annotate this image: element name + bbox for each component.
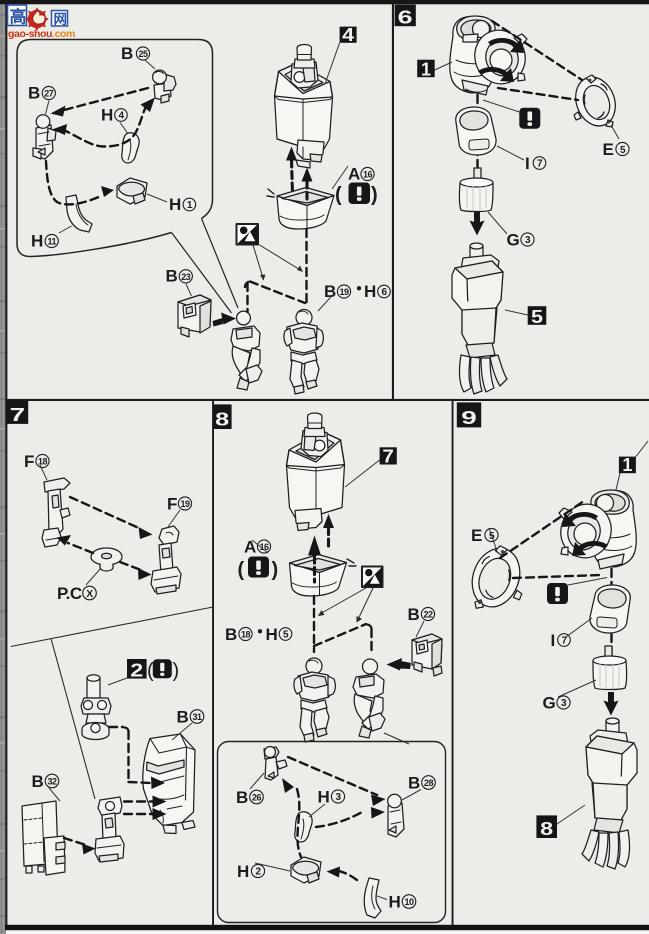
svg-text:18: 18 [241, 630, 251, 640]
svg-text:32: 32 [47, 777, 57, 787]
svg-text:5: 5 [283, 630, 289, 641]
svg-text:1: 1 [622, 455, 632, 475]
svg-text:26: 26 [252, 793, 262, 803]
svg-text:4: 4 [342, 25, 354, 45]
svg-text:H: H [318, 788, 330, 807]
svg-text:6: 6 [381, 287, 387, 298]
svg-text:27: 27 [44, 89, 54, 99]
svg-text:H: H [101, 106, 113, 125]
svg-text:(: ( [335, 184, 342, 206]
svg-text:7: 7 [561, 636, 567, 647]
svg-text:B: B [28, 84, 40, 103]
svg-text:22: 22 [423, 610, 433, 620]
svg-text:3: 3 [525, 235, 531, 246]
svg-text:10: 10 [404, 897, 414, 907]
svg-text:G: G [543, 694, 556, 713]
svg-text:11: 11 [47, 237, 56, 247]
svg-text:H: H [364, 282, 376, 301]
svg-text:B: B [408, 605, 420, 624]
svg-text:23: 23 [181, 272, 191, 282]
svg-text:): ) [173, 660, 180, 682]
svg-text:(: ( [238, 559, 245, 581]
svg-text:网: 网 [54, 12, 68, 27]
svg-text:6: 6 [398, 8, 413, 28]
svg-text:高: 高 [10, 7, 27, 27]
svg-text:(: ( [147, 660, 154, 682]
svg-text:B: B [408, 774, 420, 793]
svg-text:B: B [166, 267, 178, 286]
svg-text:I: I [551, 631, 555, 650]
svg-text:1: 1 [421, 59, 431, 79]
svg-text:G: G [507, 231, 520, 250]
svg-text:A: A [244, 538, 256, 557]
svg-text:・: ・ [351, 280, 368, 299]
svg-text:3: 3 [561, 698, 567, 709]
svg-text:8: 8 [215, 410, 229, 430]
svg-text:H: H [266, 625, 278, 644]
svg-text:2: 2 [130, 660, 143, 680]
svg-text:7: 7 [10, 405, 26, 425]
svg-text:H: H [237, 862, 249, 881]
svg-text:): ) [272, 559, 278, 581]
svg-text:F: F [167, 495, 177, 514]
svg-text:5: 5 [620, 145, 626, 156]
svg-text:19: 19 [180, 499, 190, 509]
svg-text:2: 2 [255, 867, 261, 878]
svg-text:H: H [169, 195, 181, 214]
svg-text:B: B [236, 788, 248, 807]
svg-text:B: B [177, 708, 189, 727]
svg-text:28: 28 [424, 778, 434, 788]
svg-text:25: 25 [138, 49, 148, 59]
svg-text:H: H [31, 232, 43, 251]
svg-text:・: ・ [252, 623, 269, 642]
svg-text:E: E [603, 140, 614, 159]
svg-text:18: 18 [38, 457, 48, 467]
svg-text:8: 8 [540, 819, 553, 839]
svg-text:7: 7 [537, 159, 543, 170]
svg-text:H: H [389, 893, 401, 912]
svg-text:gao-shou.com: gao-shou.com [8, 28, 75, 40]
svg-text:9: 9 [461, 408, 477, 428]
svg-text:P.C: P.C [57, 584, 82, 603]
svg-text:16: 16 [363, 170, 373, 180]
svg-text:): ) [371, 184, 377, 206]
svg-text:16: 16 [259, 542, 269, 552]
svg-text:I: I [525, 154, 529, 173]
svg-text:31: 31 [192, 712, 202, 722]
svg-text:E: E [471, 526, 482, 545]
svg-text:X: X [86, 589, 93, 600]
svg-text:3: 3 [335, 792, 341, 803]
svg-text:B: B [32, 772, 44, 791]
svg-text:4: 4 [118, 111, 124, 122]
svg-text:5: 5 [531, 307, 543, 327]
svg-text:B: B [225, 625, 237, 644]
svg-text:B: B [121, 44, 133, 63]
svg-text:A: A [348, 165, 360, 184]
svg-text:19: 19 [339, 287, 349, 297]
svg-text:F: F [24, 452, 34, 471]
svg-text:B: B [324, 282, 336, 301]
svg-text:1: 1 [187, 200, 193, 211]
svg-text:7: 7 [382, 447, 394, 467]
